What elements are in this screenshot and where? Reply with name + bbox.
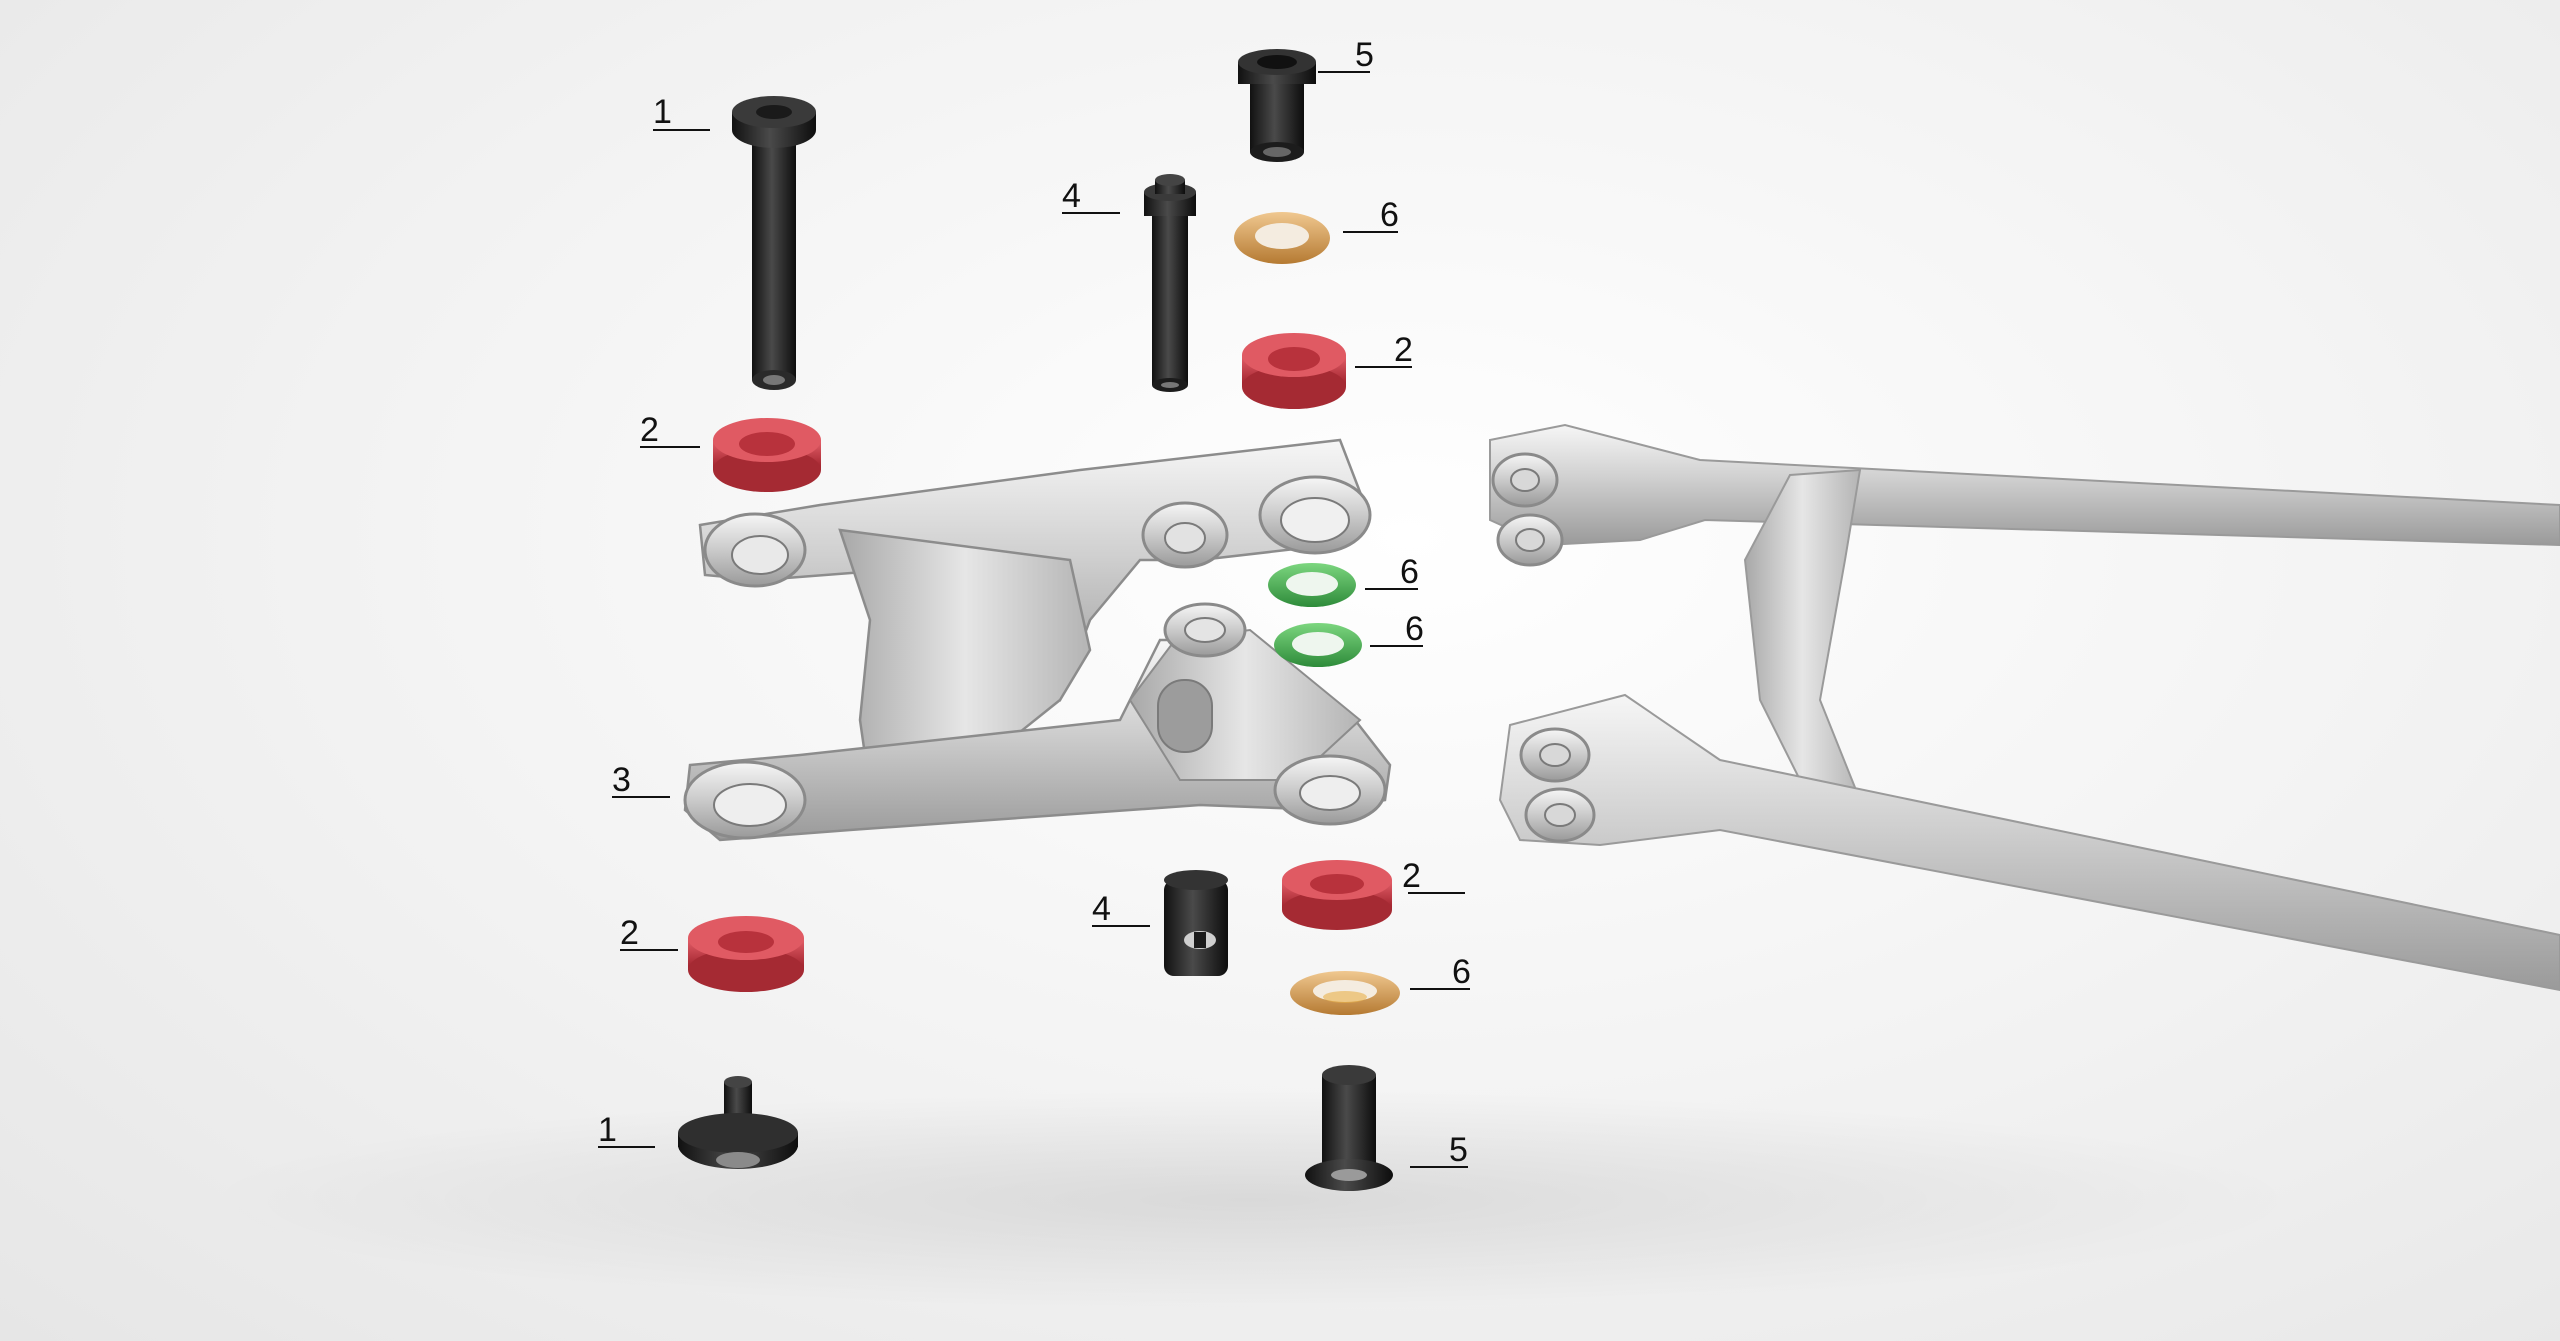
part-2-spacer-right-bottom [1282, 860, 1392, 930]
callout-c2-left-bottom: 2 [620, 914, 678, 952]
callout-c2-right-top: 2 [1355, 331, 1413, 369]
callouts: 1 5 4 6 2 2 6 6 3 2 4 2 6 1 5 [598, 36, 1471, 1169]
part-6-washer-gold-top [1234, 212, 1330, 264]
callout-c4-top: 4 [1062, 177, 1120, 215]
callout-c6-green-a: 6 [1365, 553, 1419, 591]
part-2-spacer-left-top [713, 418, 821, 492]
part-1-axle-top [732, 96, 816, 390]
callout-number: 2 [640, 411, 659, 449]
rocker-slot [1157, 679, 1213, 753]
callout-number: 6 [1405, 610, 1424, 648]
lower-stay [1498, 693, 2560, 992]
callout-number: 1 [653, 93, 672, 131]
part-6-washer-gold-bottom [1290, 971, 1400, 1015]
part-2-spacer-right-top [1242, 333, 1346, 409]
callout-number: 3 [612, 761, 631, 799]
rocker-link [683, 438, 1392, 842]
part-6-washer-green-a [1268, 563, 1356, 607]
callout-c1-top: 1 [653, 93, 710, 131]
callout-c2-left-top: 2 [640, 411, 700, 449]
callout-number: 6 [1380, 196, 1399, 234]
callout-number: 5 [1355, 36, 1374, 74]
callout-c5-top: 5 [1318, 36, 1374, 74]
callout-c4-bottom: 4 [1092, 890, 1150, 928]
callout-c1-bottom: 1 [598, 1111, 655, 1149]
part-6-washer-green-b [1274, 623, 1362, 667]
callout-c6-bottom: 6 [1410, 953, 1471, 991]
callout-number: 2 [1394, 331, 1413, 369]
part-2-spacer-left-bottom [688, 916, 804, 992]
part-5-bushing-top [1238, 49, 1316, 162]
callout-number: 4 [1062, 177, 1081, 215]
callout-number: 6 [1400, 553, 1419, 591]
callout-c3: 3 [612, 761, 670, 799]
callout-c6-green-b: 6 [1370, 610, 1424, 648]
callout-number: 6 [1452, 953, 1471, 991]
part-5-bushing-bottom [1305, 1065, 1393, 1191]
callout-c5-bottom: 5 [1410, 1131, 1468, 1169]
callout-number: 4 [1092, 890, 1111, 928]
part-4-pin-top [1144, 174, 1196, 392]
callout-number: 1 [598, 1111, 617, 1149]
callout-c6-top: 6 [1343, 196, 1399, 234]
rear-triangle-frame [1489, 423, 2560, 992]
upper-stay [1489, 423, 2560, 547]
part-4-sleeve-bottom [1164, 870, 1228, 976]
callout-number: 5 [1449, 1131, 1468, 1169]
floor-shadow [200, 1090, 2300, 1310]
part-1-bolt-bottom [678, 1076, 798, 1169]
callout-c2-right-bottom: 2 [1402, 857, 1465, 895]
callout-number: 2 [620, 914, 639, 952]
callout-number: 2 [1402, 857, 1421, 895]
